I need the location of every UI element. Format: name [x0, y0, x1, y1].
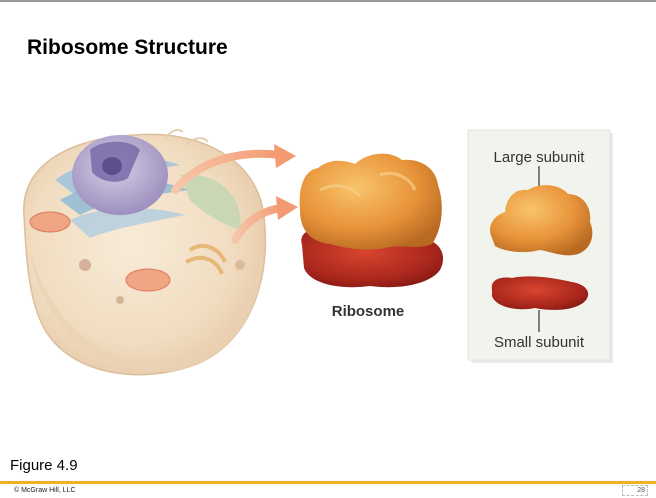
- large-subunit-label: Large subunit: [494, 149, 586, 166]
- slide-title: Ribosome Structure: [27, 36, 228, 59]
- page-number: 28: [622, 485, 648, 496]
- ribosome-label: Ribosome: [332, 303, 405, 320]
- footer-accent-bar: [0, 481, 656, 484]
- pointer-arrows: [171, 144, 298, 244]
- figure-caption: Figure 4.9: [10, 457, 78, 474]
- cell-illustration: [23, 129, 267, 376]
- assembled-ribosome: Ribosome: [299, 153, 444, 320]
- small-subunit-shape: [491, 276, 589, 310]
- top-rule: [0, 0, 656, 2]
- copyright-notice: © McGraw Hill, LLC: [14, 487, 76, 494]
- small-subunit-label: Small subunit: [494, 334, 585, 351]
- subunit-inset-panel: Large subunit Small subunit: [467, 129, 613, 363]
- large-subunit-shape: [490, 185, 593, 256]
